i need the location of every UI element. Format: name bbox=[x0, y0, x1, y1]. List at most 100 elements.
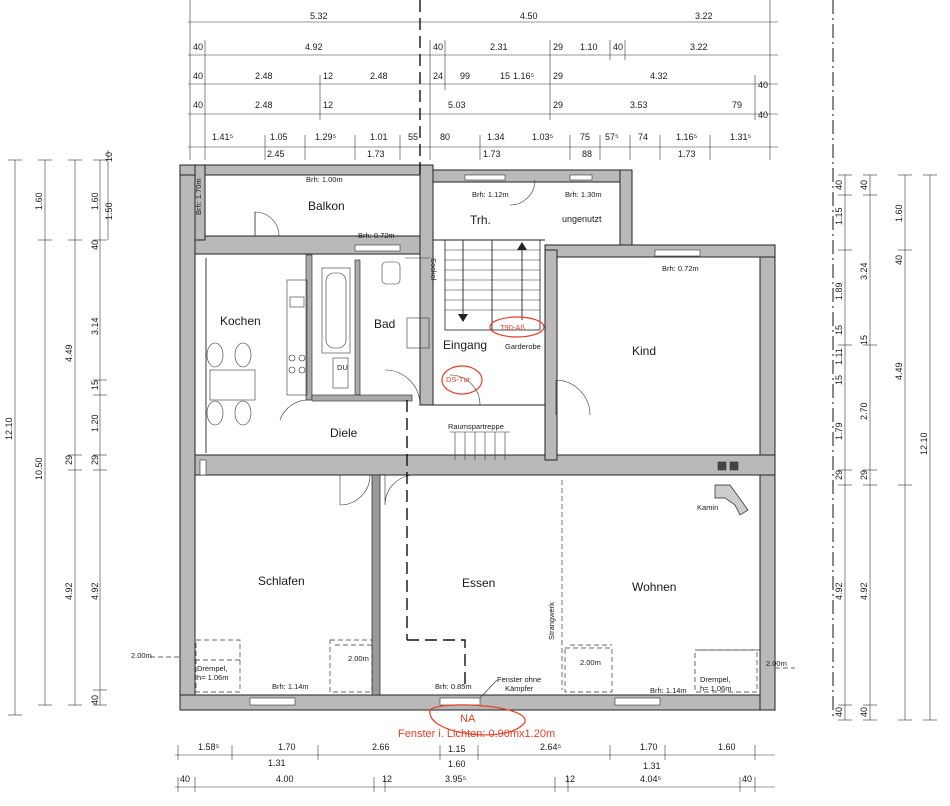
brh-wohnen: Brh: 1.14m bbox=[650, 686, 687, 695]
dim-top-r5b-1: 2.45 bbox=[267, 149, 285, 159]
brh-schlafen: Brh: 1.14m bbox=[272, 682, 309, 691]
dim-top-r2-2: 4.92 bbox=[305, 42, 323, 52]
dim-top-r5b-4: 88 bbox=[582, 149, 592, 159]
room-kamin: Kamin bbox=[697, 503, 718, 512]
dim-bottom-12b: 12 bbox=[565, 774, 575, 784]
brh-balkon: Brh: 1.00m bbox=[306, 175, 343, 184]
dim-top-r5a-3: 1.29⁵ bbox=[315, 132, 337, 142]
dim-top-r3-3: 12 bbox=[323, 71, 333, 81]
dim-top-r3-10: 4.32 bbox=[650, 71, 668, 81]
dim-top-r2-5: 29 bbox=[553, 42, 563, 52]
dim-top-r3-11: 40 bbox=[758, 80, 768, 90]
dim-top-r5a-13: 1.31⁵ bbox=[730, 132, 752, 142]
room-treppenhaus: Trh. bbox=[470, 213, 491, 227]
drempel-right-line2: h= 1.06m bbox=[700, 684, 731, 693]
dim-left-4-92a: 4.92 bbox=[64, 582, 74, 600]
height-schlafen: 2.00m bbox=[348, 654, 369, 663]
dim-bottom-4-04: 4.04⁵ bbox=[640, 774, 662, 784]
dim-top-r4-8: 40 bbox=[758, 110, 768, 120]
dim-left-40a: 40 bbox=[90, 240, 100, 250]
dim-right-3-24: 3.24 bbox=[859, 262, 869, 280]
dim-top-r5a-1: 1.41⁵ bbox=[212, 132, 234, 142]
dim-top-r4-6: 3.53 bbox=[630, 100, 648, 110]
dim-left-15a: 15 bbox=[90, 380, 100, 390]
dim-top-r5a-4: 1.01 bbox=[370, 132, 388, 142]
drempel-left-line2: h= 1.06m bbox=[197, 673, 228, 682]
brh-trh: Brh: 1.12m bbox=[472, 190, 509, 199]
dim-right-40a: 40 bbox=[834, 180, 844, 190]
dim-left-29b: 29 bbox=[90, 455, 100, 465]
room-balkon: Balkon bbox=[308, 199, 345, 213]
dim-top-r5a-7: 1.34 bbox=[487, 132, 505, 142]
dim-top-r3-1: 40 bbox=[193, 71, 203, 81]
dim-top-r3-8: 1.16⁵ bbox=[513, 71, 535, 81]
kitchen-furniture bbox=[206, 279, 308, 426]
dim-right-29b: 29 bbox=[859, 470, 869, 480]
dim-right-15b: 15 bbox=[834, 375, 844, 385]
dim-top-r5a-9: 75 bbox=[580, 132, 590, 142]
dim-left-29a: 29 bbox=[64, 455, 74, 465]
dim-top-1: 5.32 bbox=[310, 11, 328, 21]
dim-right-1-89: 1.89 bbox=[834, 282, 844, 300]
dim-bottom-12a: 12 bbox=[382, 774, 392, 784]
dim-right-12-10: 12.10 bbox=[919, 432, 929, 455]
dim-right-2-70: 2.70 bbox=[859, 402, 869, 420]
dim-left-12-10: 12.10 bbox=[4, 417, 14, 440]
bath-fixtures bbox=[321, 257, 430, 389]
dim-top-r4-2: 2.48 bbox=[255, 100, 273, 110]
dim-right-1-15: 1.15 bbox=[834, 207, 844, 225]
dim-left-1-60b: 1.60 bbox=[34, 192, 44, 210]
bottom-dimension-lines: 1.58⁵ 1.70 2.66 2.64⁵ 1.70 1.60 1.31 1.1… bbox=[175, 742, 775, 792]
left-dimension-lines: 12.10 10.50 4.49 29 4.92 1.60 40 3.14 15… bbox=[4, 150, 114, 716]
dim-right-1-60: 1.60 bbox=[894, 204, 904, 222]
dim-top-r5a-12: 1.16⁵ bbox=[676, 132, 698, 142]
top-dimension-lines: 5.32 4.50 3.22 40 4.92 40 2.31 29 1.10 4… bbox=[188, 0, 778, 160]
room-kind: Kind bbox=[632, 344, 656, 358]
dim-left-10-50: 10.50 bbox=[34, 457, 44, 480]
room-strangwerk: Strangwerk bbox=[547, 602, 556, 640]
brh-kochen: Brh: 0.72m bbox=[358, 231, 395, 240]
fireplace bbox=[714, 484, 749, 516]
fenster-ohne-line1: Fenster ohne bbox=[497, 675, 541, 684]
dim-top-r5a-10: 57⁵ bbox=[605, 132, 619, 142]
dim-top-r2-4: 2.31 bbox=[490, 42, 508, 52]
dim-left-10: 10 bbox=[104, 152, 114, 162]
dim-top-r4-1: 40 bbox=[193, 100, 203, 110]
dim-top-r4-7: 79 bbox=[732, 100, 742, 110]
dim-bottom-40a: 40 bbox=[180, 774, 190, 784]
dim-top-r2-7: 40 bbox=[613, 42, 623, 52]
right-dimension-lines: 40 1.15 1.89 15 1.11 15 1.79 29 4.92 40 … bbox=[832, 0, 937, 721]
dim-left-1-20: 1.20 bbox=[90, 414, 100, 432]
room-labels: Balkon Trh. ungenutzt Kochen Bad Sockel … bbox=[220, 199, 718, 640]
red-fenster-lichten: Fenster i. Lichten: 0.90mx1.20m bbox=[398, 728, 555, 740]
dim-top-r4-3: 12 bbox=[323, 100, 333, 110]
height-essen: 2.00m bbox=[580, 658, 601, 667]
dim-right-4-92b: 4.92 bbox=[859, 582, 869, 600]
dim-bottom-40b: 40 bbox=[742, 774, 752, 784]
dim-left-3-14: 3.14 bbox=[90, 317, 100, 335]
dim-top-r3-4: 2.48 bbox=[370, 71, 388, 81]
dim-top-r5a-2: 1.05 bbox=[270, 132, 288, 142]
dim-left-1-60: 1.60 bbox=[90, 192, 100, 210]
room-sockel: Sockel bbox=[429, 258, 438, 281]
dim-right-40c: 40 bbox=[859, 180, 869, 190]
dim-top-3: 3.22 bbox=[695, 11, 713, 21]
dim-top-r5b-5: 1.73 bbox=[678, 149, 696, 159]
annotations: Drempel, h= 1.06m Drempel, h= 1.06m Fens… bbox=[131, 651, 787, 699]
brh-kind: Brh: 0.72m bbox=[662, 264, 699, 273]
drempel-right-line1: Drempel, bbox=[700, 675, 730, 684]
dim-right-40d: 40 bbox=[859, 707, 869, 717]
brh-balkon-side: Brh: 1.70m bbox=[194, 178, 203, 215]
red-ds-tuer: DS-Tür bbox=[446, 375, 471, 384]
dim-left-4-49: 4.49 bbox=[64, 344, 74, 362]
dim-bottom-4-00: 4.00 bbox=[276, 774, 294, 784]
room-du: DU bbox=[337, 363, 348, 372]
dim-bottom-1-60: 1.60 bbox=[718, 742, 736, 752]
dim-top-r3-2: 2.48 bbox=[255, 71, 273, 81]
room-essen: Essen bbox=[462, 576, 495, 590]
room-bad: Bad bbox=[374, 317, 395, 331]
dim-top-r2-8: 3.22 bbox=[690, 42, 708, 52]
outer-walls bbox=[179, 164, 776, 711]
room-schlafen: Schlafen bbox=[258, 574, 305, 588]
